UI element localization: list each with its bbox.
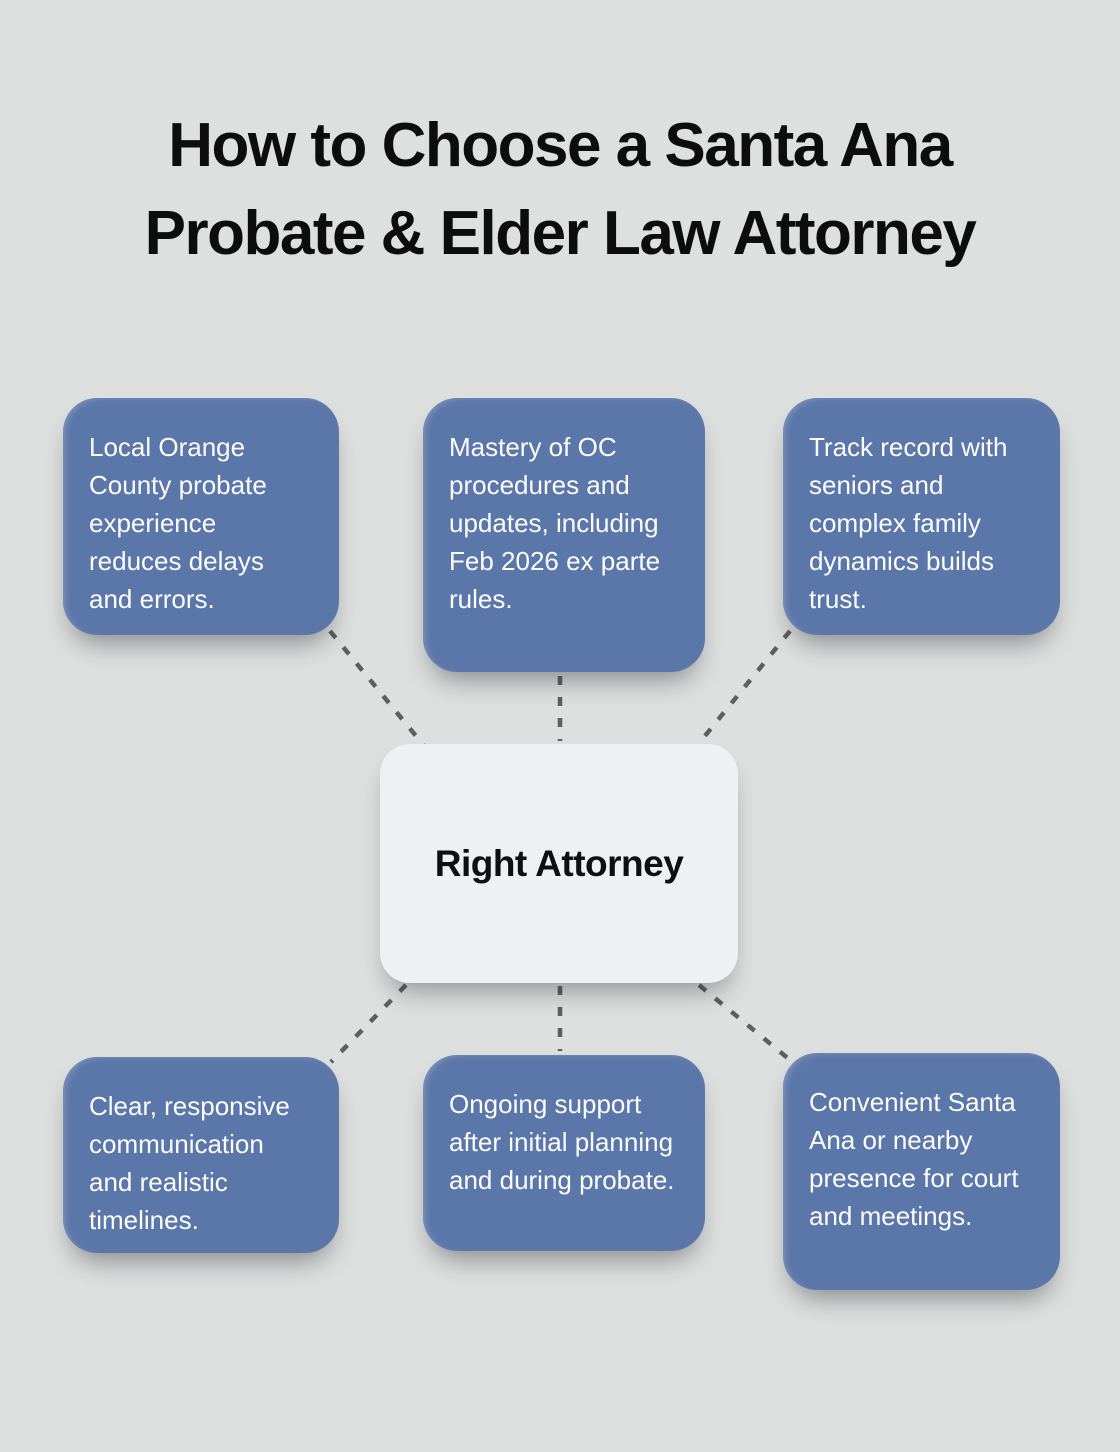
node-track-record: Track record with seniors and complex fa…: [783, 398, 1060, 635]
connector-bottom-left: [329, 983, 408, 1064]
center-node-right-attorney: Right Attorney: [380, 744, 738, 983]
node-local-presence: Convenient Santa Ana or nearby presence …: [783, 1053, 1060, 1290]
page-title: How to Choose a Santa Ana Probate & Elde…: [0, 102, 1120, 278]
node-ongoing-support-text: Ongoing support after initial planning a…: [449, 1089, 675, 1195]
node-local-experience: Local Orange County probate experience r…: [63, 398, 339, 635]
node-track-record-text: Track record with seniors and complex fa…: [809, 432, 1008, 614]
node-local-presence-text: Convenient Santa Ana or nearby presence …: [809, 1087, 1019, 1231]
connector-top-right: [694, 629, 792, 749]
node-oc-procedures-text: Mastery of OC procedures and updates, in…: [449, 432, 661, 614]
connector-top-left: [328, 629, 427, 749]
node-ongoing-support: Ongoing support after initial planning a…: [423, 1055, 705, 1251]
connector-bottom-right: [697, 983, 792, 1062]
page-title-line-2: Probate & Elder Law Attorney: [144, 199, 977, 268]
center-node-label: Right Attorney: [434, 842, 684, 884]
node-oc-procedures: Mastery of OC procedures and updates, in…: [423, 398, 705, 672]
node-communication: Clear, responsive communication and real…: [63, 1057, 339, 1253]
node-local-experience-text: Local Orange County probate experience r…: [89, 432, 267, 614]
node-communication-text: Clear, responsive communication and real…: [89, 1091, 290, 1235]
page-title-line-1: How to Choose a Santa Ana: [168, 111, 953, 180]
